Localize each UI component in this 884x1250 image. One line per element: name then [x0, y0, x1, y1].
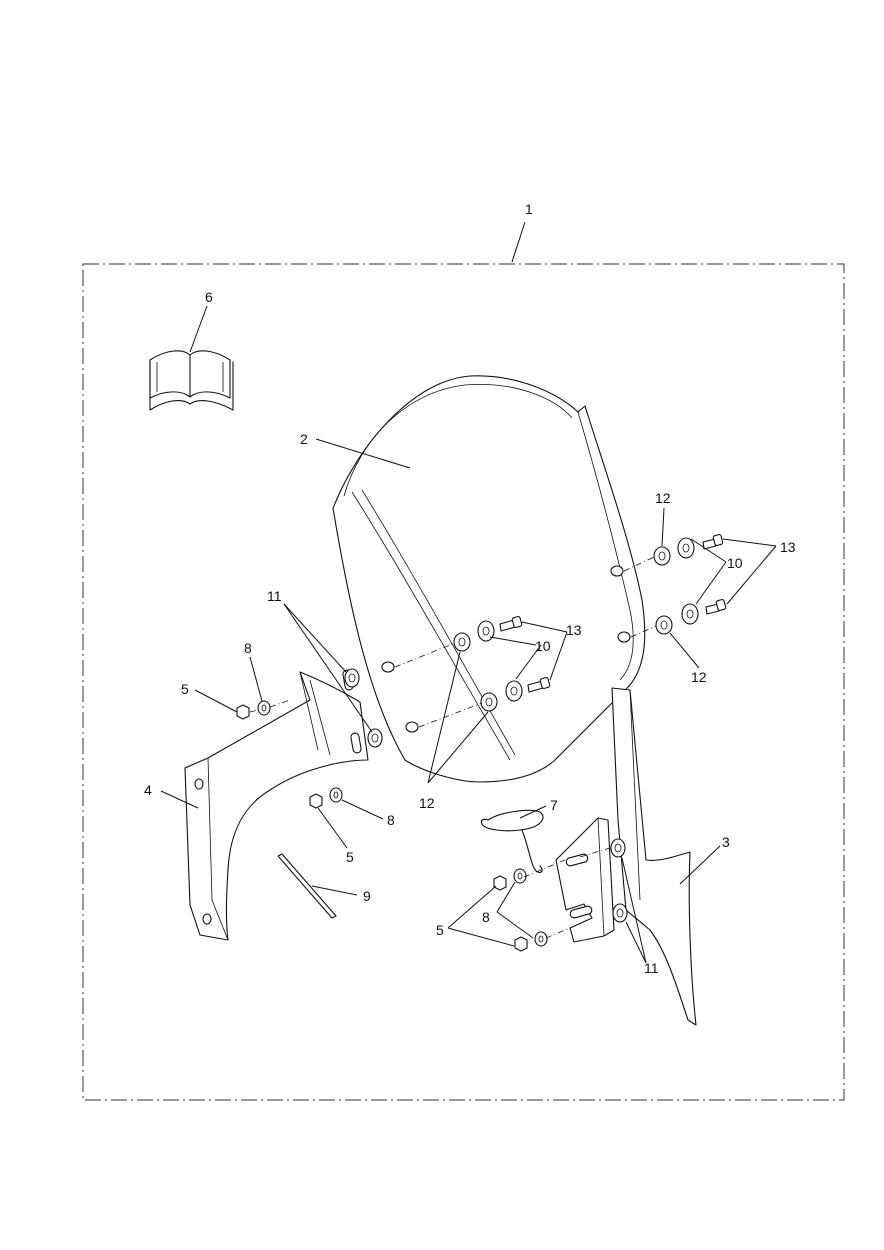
right-mounting-bracket — [555, 687, 697, 1026]
nuts-5 — [236, 704, 528, 952]
callout-7: 7 — [550, 797, 558, 813]
callout-12-bottom: 12 — [419, 795, 435, 811]
assembly-lines — [249, 556, 657, 939]
callout-12-top: 12 — [655, 490, 671, 506]
bolts-13 — [499, 534, 727, 693]
washers-12 — [453, 546, 673, 712]
callout-8-left: 8 — [244, 640, 252, 656]
callout-4: 4 — [144, 782, 152, 798]
grommets — [344, 668, 628, 923]
callout-5-right: 5 — [436, 922, 444, 938]
callout-13-right: 13 — [780, 539, 796, 555]
callout-2: 2 — [300, 431, 308, 447]
callout-11-left: 11 — [267, 588, 282, 604]
callout-3: 3 — [722, 834, 730, 850]
callout-13-mid: 13 — [566, 622, 582, 638]
callout-6: 6 — [205, 289, 213, 305]
callout-10-right: 10 — [727, 555, 743, 571]
callout-12-right: 12 — [691, 669, 707, 685]
left-mounting-bracket — [184, 669, 369, 941]
callout-11-right: 11 — [644, 960, 659, 976]
callout-1: 1 — [525, 201, 533, 217]
instruction-book-icon — [149, 350, 234, 411]
windscreen — [332, 375, 646, 783]
leader-lines — [160, 221, 777, 964]
allen-key — [480, 809, 544, 874]
callout-5-left: 5 — [181, 681, 189, 697]
spacers-10 — [477, 537, 699, 702]
trim-strip — [277, 853, 337, 919]
callout-10-mid: 10 — [535, 638, 551, 654]
callout-8-right: 8 — [482, 909, 490, 925]
callout-8-mid: 8 — [387, 812, 395, 828]
kit-boundary — [82, 263, 845, 1101]
callout-labels: 1 6 2 12 13 10 11 13 10 8 12 5 4 12 7 8 … — [144, 201, 796, 976]
callout-5-mid: 5 — [346, 849, 354, 865]
washers-8 — [257, 700, 548, 947]
callout-9: 9 — [363, 888, 371, 904]
